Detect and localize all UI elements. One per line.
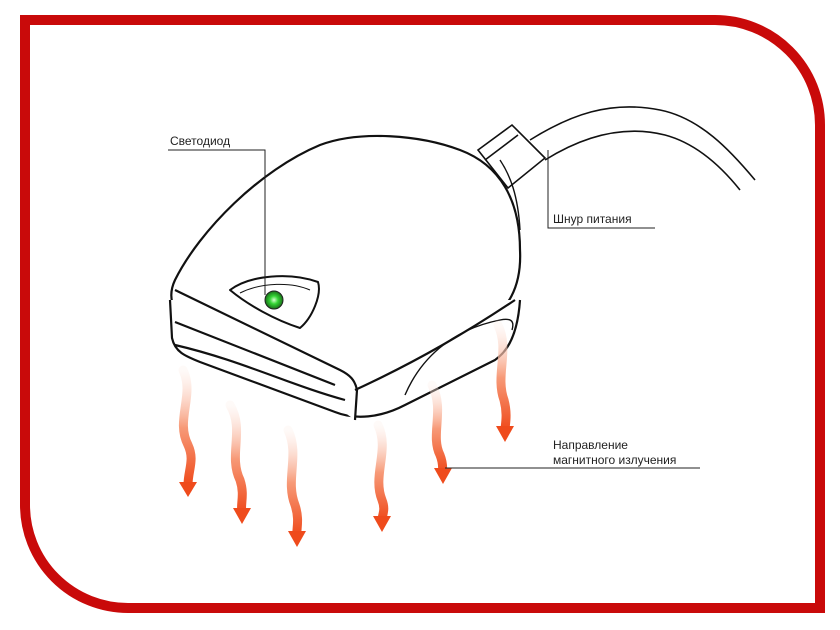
device [168,134,522,421]
red-frame [20,15,825,613]
arrow-icon [178,365,196,490]
arrow-icon [283,425,303,540]
power-cord [476,106,756,191]
led-label: Светодиод [170,134,231,148]
arrow-heads [179,426,514,547]
callout-lines [168,149,700,469]
direction-label-line1: Направление [553,438,628,452]
arrow-icon [373,420,389,525]
magnetic-arrows [178,320,511,540]
led-icon [264,290,284,310]
cord-label: Шнур питания [553,212,632,226]
arrow-icon [493,320,511,435]
arrow-icon [225,400,247,517]
direction-label-line2: магнитного излучения [553,453,677,467]
arrow-icon [427,380,448,477]
